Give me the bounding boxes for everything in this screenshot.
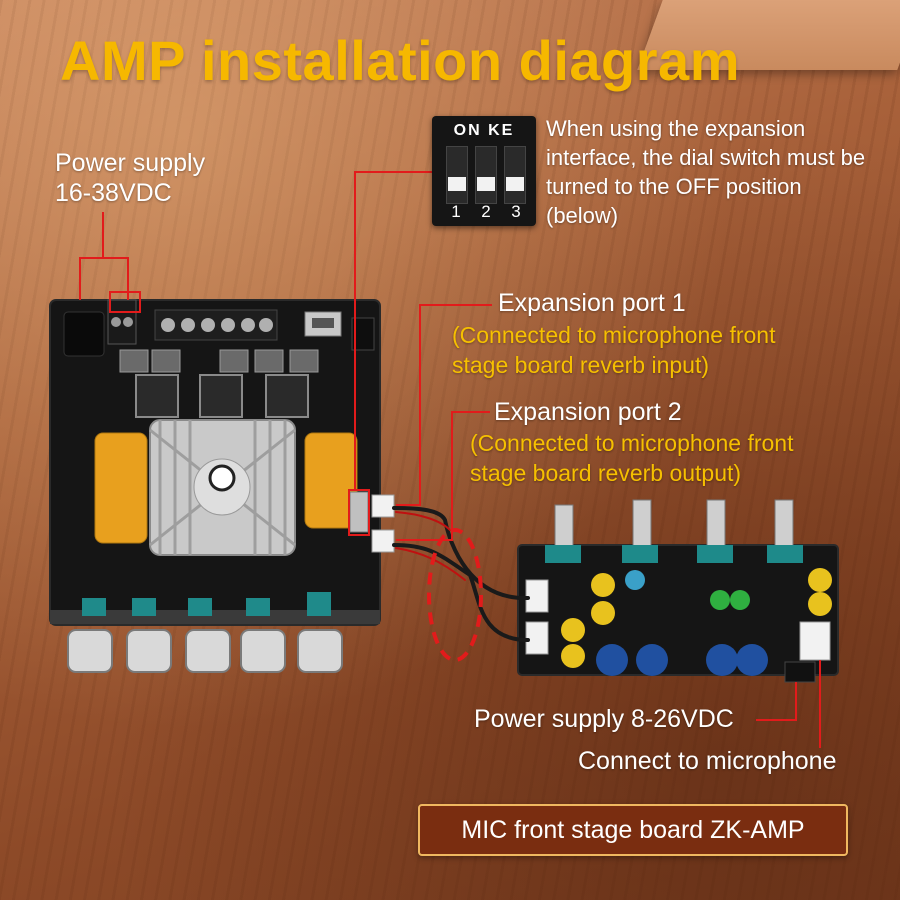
amp-board: [49, 299, 395, 673]
heatsink: [149, 419, 296, 556]
mic-power-terminal: [784, 661, 816, 683]
aux-jack: [351, 317, 375, 351]
dip-knob-1: [448, 177, 466, 191]
cables: [392, 506, 530, 642]
dip-slot-3: [504, 146, 526, 204]
board-dip-switch: [349, 491, 369, 533]
capacitors: [94, 432, 358, 544]
knobs: [67, 629, 343, 673]
dip-switch-illustration: ON KE 1 2 3: [432, 116, 536, 226]
dip-number-2: 2: [481, 202, 491, 221]
mic-jack-connector: [799, 621, 831, 661]
connect-microphone-label: Connect to microphone: [578, 747, 837, 775]
dip-slot-2: [475, 146, 497, 204]
mic-capacitors: [561, 568, 832, 676]
model-name-box: MIC front stage board ZK-AMP: [418, 804, 848, 856]
dip-switch-header: ON KE: [453, 122, 515, 139]
callout-lines: [79, 171, 821, 748]
mic-output-connector: [525, 621, 549, 655]
potentiometer-bases: [82, 592, 331, 616]
dip-knob-3: [506, 177, 524, 191]
terminal-screws: [161, 318, 273, 332]
expansion-port-2-note: (Connected to microphone front stage boa…: [470, 430, 794, 486]
model-name: MIC front stage board ZK-AMP: [461, 815, 805, 844]
expansion-port-2-label: Expansion port 2: [494, 398, 682, 426]
speaker-terminal-block: [154, 309, 278, 341]
expansion-connector-1: [371, 494, 395, 518]
expansion-connector-2: [371, 529, 395, 553]
power-supply-main-line1: Power supply: [55, 149, 206, 177]
dip-number-3: 3: [511, 202, 521, 221]
mic-board: [517, 499, 839, 683]
dc-jack: [63, 311, 105, 357]
power-supply-main-line2: 16-38VDC: [55, 179, 172, 207]
expansion-port-1-label: Expansion port 1: [498, 289, 686, 317]
dip-slot-1: [446, 146, 468, 204]
cable-highlight-ellipse: [427, 528, 483, 662]
dip-switch-numbers: 1 2 3: [446, 202, 526, 222]
expansion-port-1-note: (Connected to microphone front stage boa…: [452, 322, 776, 378]
dip-switch-note: When using the expansion interface, the …: [546, 116, 866, 228]
power-supply-mic-label: Power supply 8-26VDC: [474, 705, 734, 733]
mic-input-connector: [525, 579, 549, 613]
dip-number-1: 1: [451, 202, 461, 221]
inductors: [119, 349, 319, 373]
power-supply-main-label: Power supply 16-38VDC: [55, 148, 205, 208]
dip-switch-slots: [446, 146, 526, 204]
mic-potentiometers: [545, 499, 803, 563]
page-title: AMP installation diagram: [60, 29, 740, 92]
chokes: [135, 374, 309, 418]
dip-knob-2: [477, 177, 495, 191]
